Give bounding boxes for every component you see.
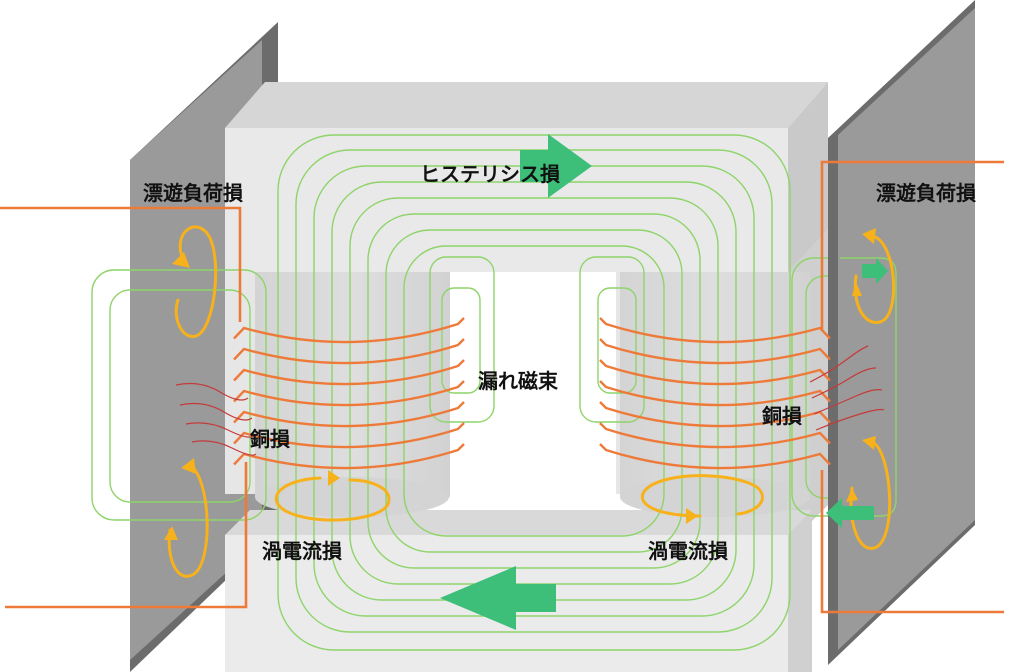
- label-copper-loss-left: 銅損: [250, 427, 291, 451]
- flux-loop: [367, 213, 701, 569]
- right-cylinder-bottom: [620, 477, 810, 517]
- right-bottom-lead-wire: [820, 470, 1004, 614]
- right-tank-plate: [828, 0, 975, 665]
- flux-loop: [403, 245, 665, 537]
- red-flux-line: [815, 408, 885, 431]
- flux-loop: [385, 229, 683, 553]
- winding-turn: [233, 359, 465, 386]
- red-flux-line: [185, 422, 255, 438]
- label-eddy-current-loss-right: 渦電流損: [648, 539, 729, 563]
- eddy-loop-left-bottom: [167, 464, 209, 578]
- leakage-flux-loops: [429, 256, 645, 423]
- winding-turn: [599, 380, 831, 407]
- winding-turn: [233, 401, 465, 428]
- winding-turn: [599, 338, 831, 365]
- leakage-loop-right-inner: [597, 287, 637, 394]
- label-stray-load-loss-right: 漂遊負荷損: [876, 181, 977, 205]
- label-hysteresis-loss: ヒステリシス損: [420, 162, 561, 186]
- right-winding-cylinder: [620, 272, 810, 517]
- stray-arrow-left: [826, 498, 874, 528]
- red-flux-line: [175, 382, 249, 401]
- core-side-face: [788, 82, 828, 272]
- winding-turn: [599, 359, 831, 386]
- eddy-arrowheads: [164, 228, 876, 540]
- left-top-lead-wire: [0, 206, 242, 322]
- plate-flux-line: [840, 257, 897, 517]
- winding-turn: [599, 401, 831, 428]
- right-leakage-red-lines: [809, 345, 885, 431]
- leakage-loop-left-inner: [441, 287, 481, 394]
- eddy-loop-left-top: [174, 225, 218, 338]
- winding-turn: [233, 380, 465, 407]
- winding-turn: [233, 443, 465, 470]
- labels: ヒステリシス損 漂遊負荷損 漂遊負荷損 漏れ磁束 銅損 銅損 渦電流損 渦電流損: [143, 162, 977, 563]
- left-bottom-lead-wire: [5, 462, 248, 609]
- arrowhead: [846, 488, 858, 502]
- red-flux-line: [811, 367, 877, 399]
- stray-loop: [91, 269, 267, 521]
- right-plate-face: [838, 8, 975, 650]
- flux-loop: [277, 134, 791, 651]
- core-top-face: [225, 82, 828, 128]
- arrowhead: [686, 508, 698, 524]
- flux-arrow-top-right: [520, 134, 592, 198]
- left-winding-coils: [233, 317, 465, 470]
- red-flux-line: [809, 345, 869, 383]
- right-top-lead-wire: [820, 160, 1004, 330]
- winding-turn: [599, 443, 831, 470]
- eddy-loop-right-top: [853, 234, 896, 324]
- stray-loop: [109, 289, 251, 503]
- winding-turn: [599, 317, 831, 344]
- eddy-swirl-left: [274, 476, 391, 522]
- upper-yoke: [225, 128, 788, 272]
- arrowhead: [328, 470, 340, 486]
- winding-turn: [233, 422, 465, 449]
- flux-direction-arrows: [440, 134, 888, 630]
- label-stray-load-loss-left: 漂遊負荷損: [143, 181, 244, 205]
- arrowhead: [172, 252, 190, 268]
- red-flux-line: [179, 402, 253, 421]
- left-leakage-red-lines: [175, 382, 257, 456]
- winding-turn: [233, 338, 465, 365]
- stray-arrow-right: [862, 258, 888, 284]
- leakage-loop-right-outer: [579, 256, 645, 423]
- arrowhead: [862, 436, 876, 450]
- label-eddy-current-loss-left: 渦電流損: [262, 539, 343, 563]
- winding-turn: [233, 317, 465, 344]
- label-copper-loss-right: 銅損: [762, 404, 803, 428]
- arrowhead: [164, 526, 178, 540]
- left-stray-flux-loops: [91, 269, 267, 521]
- arrowhead: [862, 228, 876, 244]
- leakage-loop-left-outer: [429, 256, 495, 423]
- arrowhead: [181, 458, 196, 474]
- eddy-swirl-right: [640, 474, 764, 518]
- flux-arrow-bottom-left: [440, 566, 556, 630]
- left-cylinder-bottom: [255, 477, 449, 517]
- winding-turn: [599, 422, 831, 449]
- core-window: [448, 272, 616, 494]
- arrowhead: [852, 282, 862, 296]
- right-plate-flux: [840, 257, 897, 517]
- red-flux-line: [191, 440, 257, 456]
- right-winding-coils: [599, 317, 831, 470]
- label-leakage-flux: 漏れ磁束: [478, 369, 559, 393]
- red-flux-line: [813, 389, 883, 415]
- lower-yoke-side: [788, 510, 812, 672]
- lead-wires: [0, 160, 1004, 614]
